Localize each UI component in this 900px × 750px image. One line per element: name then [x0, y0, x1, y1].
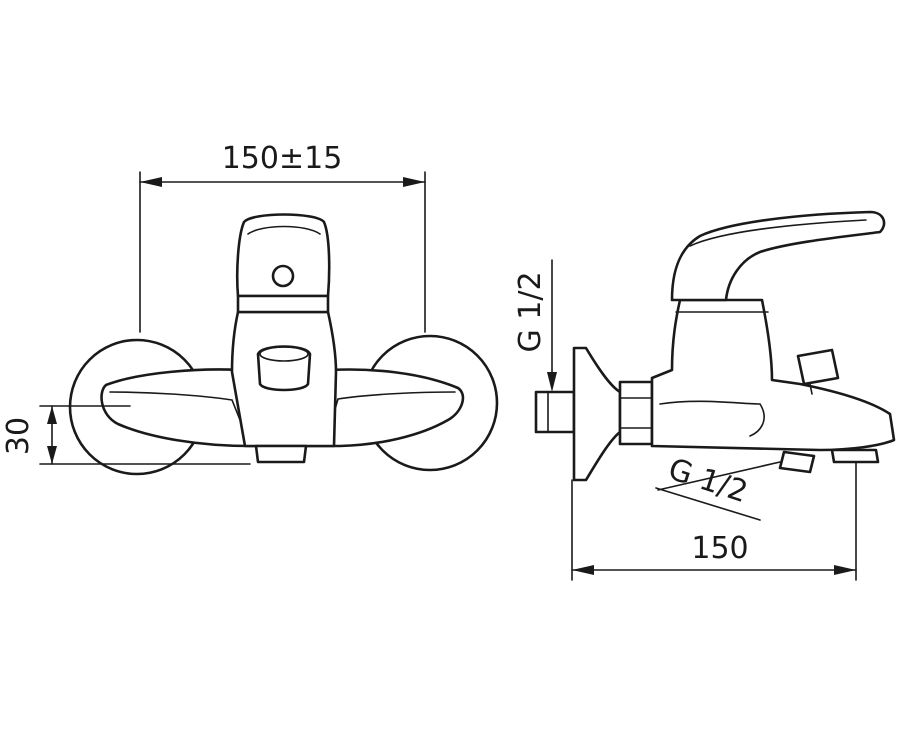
lever-handle-side: [670, 210, 886, 302]
depth-arrow-left: [572, 565, 594, 575]
height-dimension-label: 30: [1, 417, 36, 455]
depth-arrow-right: [834, 565, 856, 575]
side-view: G 1/2 G 1/2 150: [513, 210, 896, 581]
diverter-knob-stem: [809, 383, 813, 395]
width-dimension-label: 150±15: [222, 141, 343, 176]
lever-handle-front: [235, 213, 331, 298]
depth-dimension-label: 150: [691, 531, 748, 566]
right-arm-contour: [325, 391, 456, 441]
inlet-thread-label: G 1/2: [513, 271, 548, 352]
height-arrow-top: [47, 406, 57, 424]
lever-collar: [236, 294, 330, 314]
inlet-thread-arrow: [547, 372, 557, 392]
front-view: 150±15 30: [1, 141, 499, 476]
width-arrow-right: [403, 177, 425, 187]
spout-outlet-side: [830, 448, 880, 464]
inlet-nipple: [534, 390, 576, 434]
lever-handle-top-contour: [247, 225, 321, 235]
outlet-thread-leader: [657, 461, 781, 491]
outlet-thread-label: G 1/2: [664, 452, 752, 510]
spout-nozzle-front: [254, 444, 308, 464]
diverter-knob-side: [796, 348, 840, 386]
diverter-knob-top: [259, 346, 309, 362]
lever-indicator: [271, 264, 295, 288]
width-arrow-left: [140, 177, 162, 187]
height-arrow-bottom: [47, 446, 57, 464]
outlet-thread-underline: [655, 487, 761, 521]
lever-cap-contour: [689, 219, 867, 247]
body-lower-contour: [659, 400, 765, 437]
wall-flange-side: [572, 346, 622, 482]
shower-outlet: [778, 450, 816, 474]
diverter-knob-front: [256, 345, 312, 392]
union-nut: [618, 380, 654, 446]
mixer-body-side: [650, 298, 896, 452]
left-arm-contour: [109, 391, 249, 441]
